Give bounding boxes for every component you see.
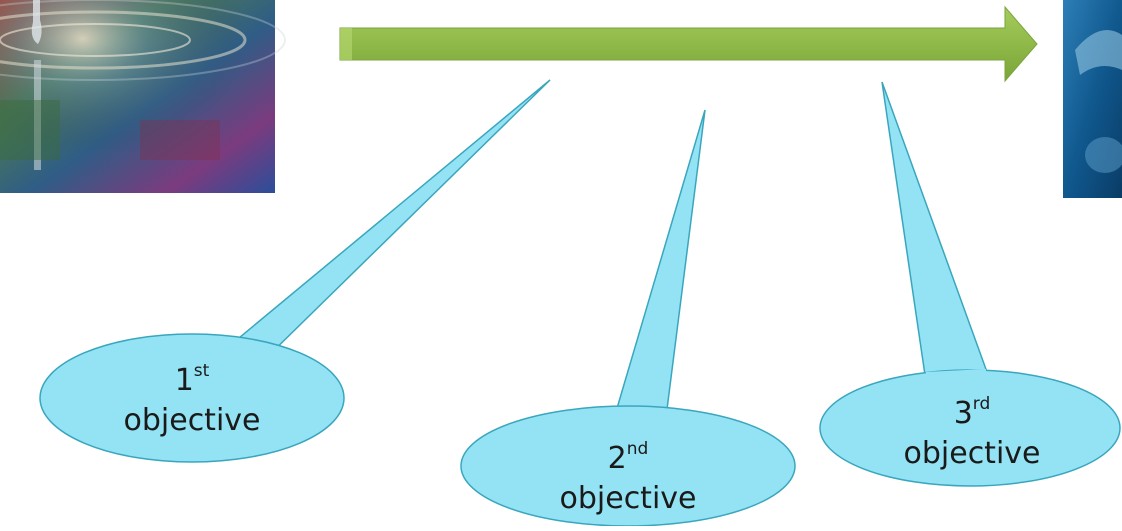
callout-1-ordinal: 1st (174, 361, 210, 399)
timeline-arrow (339, 5, 1038, 83)
water-drop-image (0, 0, 286, 193)
callout-1 (39, 79, 551, 463)
underwater-image (1063, 0, 1122, 198)
callout-1-text: 1st objective (92, 361, 292, 441)
callout-2-text: 2nd objective (528, 439, 728, 519)
callout-3-ordinal: 3rd (953, 394, 991, 432)
callout-2-label: objective (559, 481, 697, 516)
callout-3-text: 3rd objective (872, 394, 1072, 474)
callout-3-label: objective (903, 436, 1041, 471)
callout-2 (460, 109, 796, 527)
callout-3 (819, 81, 1121, 487)
callout-1-label: objective (123, 403, 261, 438)
callout-2-ordinal: 2nd (607, 439, 649, 477)
